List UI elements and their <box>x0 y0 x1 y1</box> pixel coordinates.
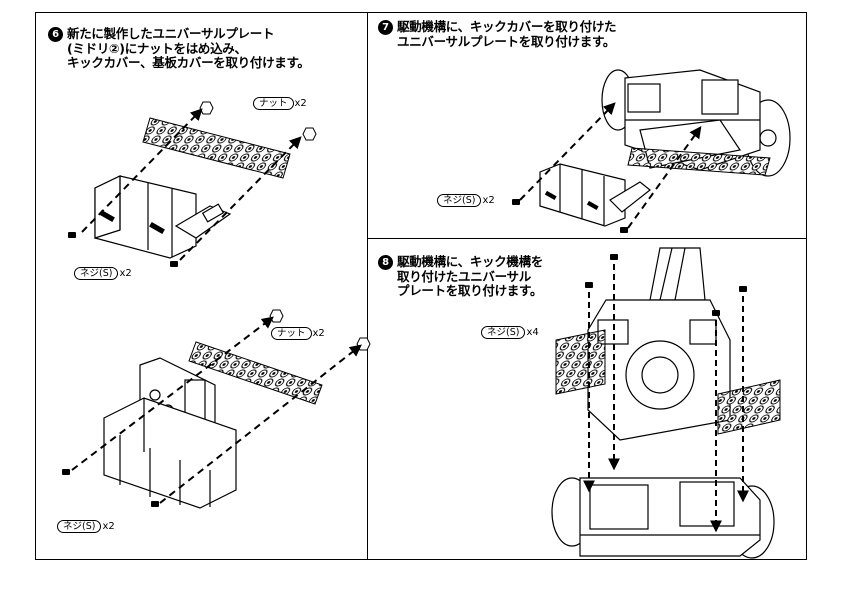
nut-icon <box>269 309 371 351</box>
step-8-number: 8 <box>378 255 393 270</box>
screw-icon <box>68 232 178 267</box>
step6-bottom-plate <box>188 341 323 405</box>
step-7-number: 7 <box>378 20 393 35</box>
panel-divider-horizontal <box>367 238 807 240</box>
screw-label-step6-top: ネジ(S)x2 <box>74 267 132 280</box>
step6-kick-cover <box>94 175 232 259</box>
step-8-line-3: プレートを取り付けます。 <box>397 283 543 298</box>
step8-arrows <box>583 264 749 533</box>
nut-tag: ナット <box>253 97 294 110</box>
screw-label-step8: ネジ(S)x4 <box>481 326 539 339</box>
screw-icon <box>585 254 747 316</box>
step-8-instructions: 8 駆動機構に、キック機構を 取り付けたユニバーサル プレートを取り付けます。 <box>378 255 543 298</box>
step-8-line-1: 駆動機構に、キック機構を <box>397 254 544 269</box>
step-6-instructions: 6 新たに製作したユニバーサルプレート (ミドリ②)にナットをはめ込み、 キックカ… <box>48 27 310 70</box>
step-6-line-2: (ミドリ②)にナットをはめ込み、 <box>67 41 247 56</box>
step-6-line-1: 新たに製作したユニバーサルプレート <box>67 26 275 41</box>
screw-label-step7: ネジ(S)x2 <box>437 194 495 207</box>
step6-top-plate <box>142 117 291 179</box>
screw-icon <box>512 199 628 233</box>
step-8-line-2: 取り付けたユニバーサル <box>397 269 531 284</box>
step-7-line-2: ユニバーサルプレートを取り付けます。 <box>397 34 616 49</box>
panel-divider-vertical <box>367 12 369 560</box>
step6-bottom-arrows <box>71 316 362 504</box>
screw-tag: ネジ(S) <box>437 194 482 207</box>
screw-icon <box>62 469 159 507</box>
screw-tag: ネジ(S) <box>57 520 102 533</box>
nut-icon <box>199 101 317 141</box>
screw-label-step6-bottom: ネジ(S)x2 <box>57 520 115 533</box>
step6-board-cover <box>103 357 237 509</box>
nut-tag: ナット <box>271 327 312 340</box>
step7-arrows <box>519 102 702 229</box>
step-7-line-1: 駆動機構に、キックカバーを取り付けた <box>397 19 617 34</box>
step7-kick-cover <box>539 163 651 227</box>
step6-top-arrows <box>81 108 302 261</box>
step-7-instructions: 7 駆動機構に、キックカバーを取り付けた ユニバーサルプレートを取り付けます。 <box>378 19 617 49</box>
step-6-line-3: キックカバー、基板カバーを取り付けます。 <box>67 55 310 70</box>
step8-plate <box>555 329 781 435</box>
instruction-sheet-frame <box>35 12 807 560</box>
step-6-number: 6 <box>48 27 63 42</box>
step8-kick-mechanism <box>587 247 731 441</box>
step7-plate <box>627 147 771 176</box>
screw-tag: ネジ(S) <box>74 267 119 280</box>
screw-tag: ネジ(S) <box>481 326 526 339</box>
step8-drive-mechanism <box>551 477 775 559</box>
